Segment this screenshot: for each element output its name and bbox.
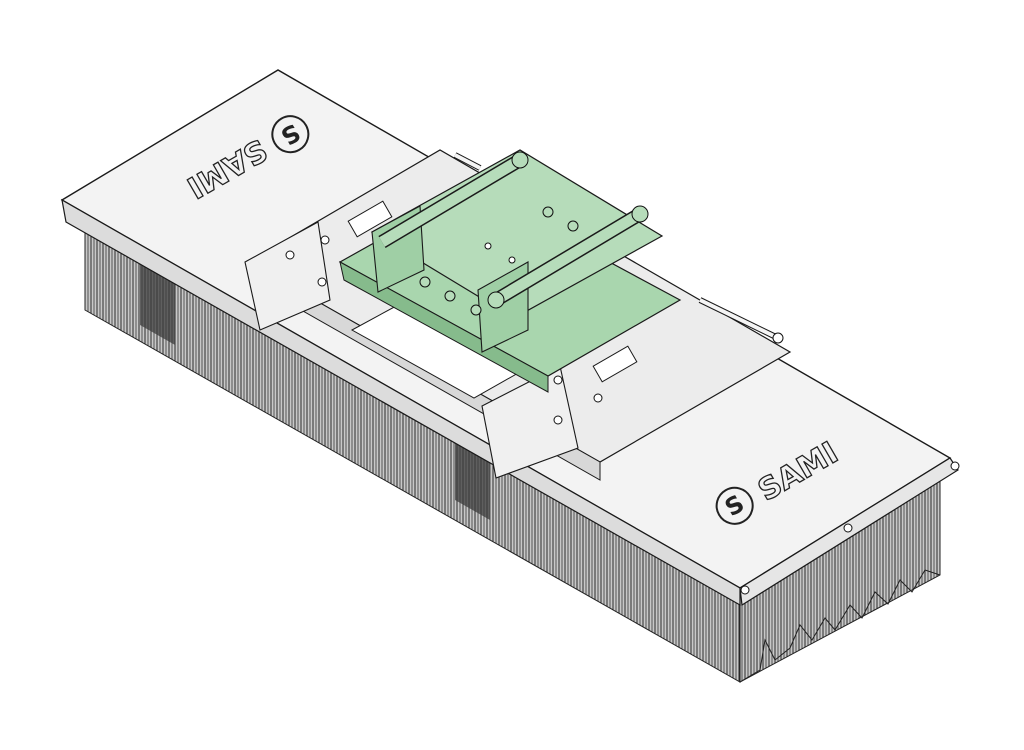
- hex-bolt-icon: [593, 393, 603, 403]
- hex-bolt-icon: [484, 242, 492, 250]
- pin-icon: [698, 297, 784, 344]
- hex-bolt-icon: [950, 461, 960, 471]
- coupler-mount: [338, 149, 682, 393]
- hex-bolt-icon: [553, 375, 563, 385]
- bracket-left: [244, 221, 331, 331]
- hex-bolt-icon: [508, 256, 516, 264]
- frame-slot: [347, 200, 393, 238]
- hex-bolt-icon: [317, 277, 327, 287]
- hex-bolt-icon: [553, 415, 563, 425]
- hex-bolt-icon: [740, 585, 750, 595]
- pin-icon: [378, 151, 529, 249]
- mount-top-plate: [370, 149, 664, 319]
- logo-mark-icon: [715, 486, 754, 525]
- logo-mark-icon: [271, 115, 310, 154]
- hex-bolt-icon: [843, 523, 853, 533]
- hex-bolt-icon: [285, 250, 295, 260]
- hex-bolt-icon: [542, 206, 554, 218]
- hex-bolt-icon: [470, 304, 482, 316]
- hex-bolt-icon: [419, 276, 431, 288]
- brush-bristles: [84, 229, 941, 683]
- hex-bolt-icon: [567, 220, 579, 232]
- mount-base-front: [339, 261, 549, 393]
- pin-icon: [487, 205, 649, 309]
- hex-bolt-icon: [444, 290, 456, 302]
- bristle-tips: [739, 569, 941, 683]
- bristle-shade-band: [140, 262, 175, 345]
- pin-icon: [453, 152, 482, 171]
- frame-slot: [592, 345, 638, 383]
- hex-bolt-icon: [320, 235, 330, 245]
